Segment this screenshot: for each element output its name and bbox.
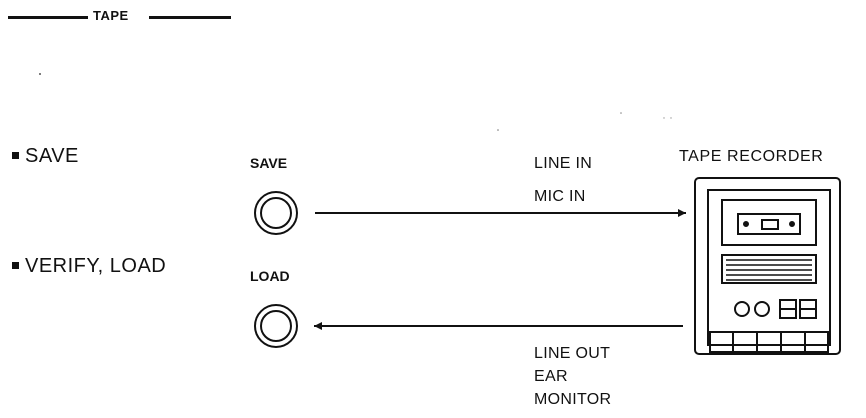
header-rule-right (149, 16, 231, 19)
signal-mic-in-label: MIC IN (534, 188, 586, 205)
load-jack-icon (254, 304, 298, 348)
header-rule-left (8, 16, 88, 19)
save-jack-icon (254, 191, 298, 235)
mode-verify-load-label: VERIFY, LOAD (25, 255, 167, 277)
mode-save: SAVE (12, 145, 79, 168)
tape-recorder-icon (694, 177, 841, 355)
bullet-icon (12, 152, 19, 159)
bullet-icon (12, 262, 19, 269)
signal-line-in-label: LINE IN (534, 155, 593, 172)
mode-verify-load: VERIFY, LOAD (12, 255, 166, 278)
save-jack-label: SAVE (250, 155, 288, 171)
section-title: TAPE (93, 8, 129, 23)
load-jack-label: LOAD (250, 268, 290, 284)
tape-recorder-label: TAPE RECORDER (679, 148, 824, 165)
signal-ear-label: EAR (534, 368, 568, 385)
signal-monitor-label: MONITOR (534, 391, 612, 408)
signal-line-out-label: LINE OUT (534, 345, 611, 362)
mode-save-label: SAVE (25, 145, 79, 167)
